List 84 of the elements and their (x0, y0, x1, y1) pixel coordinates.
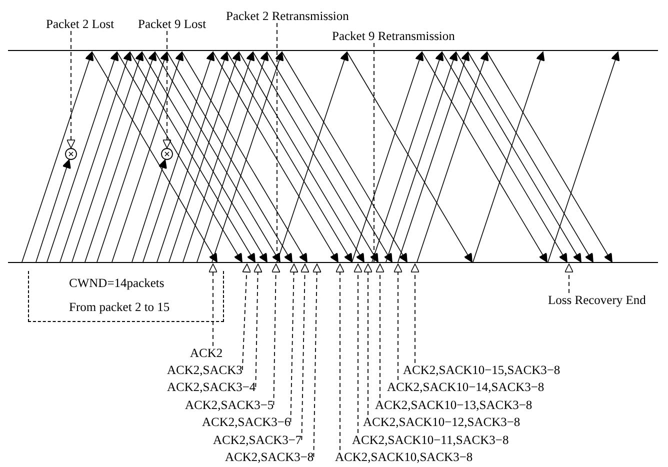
packet-arrow (22, 52, 94, 262)
leader-arrow (162, 30, 172, 148)
packet-arrow (182, 52, 255, 262)
packet-arrow (548, 52, 620, 262)
ack-label: ACK2,SACK10,SACK3−8 (335, 450, 473, 464)
annotation-text: Loss Recovery End (548, 293, 646, 307)
packet-arrow (456, 52, 582, 262)
annotation-text: Packet 9 Lost (138, 17, 206, 31)
window-bracket (28, 271, 224, 322)
leader-arrow (242, 264, 252, 370)
packet-arrow (212, 52, 338, 262)
packet-arrow (398, 52, 470, 262)
packet-arrow (46, 52, 119, 262)
ack-label: ACK2,SACK10−11,SACK3−8 (352, 433, 509, 447)
annotation-text: Packet 2 Retransmission (226, 9, 349, 23)
packet-arrow (36, 159, 71, 262)
packet-arrow (276, 52, 349, 262)
ack-label: ACK2,SACK3 (167, 363, 242, 377)
leader-arrow (354, 264, 362, 434)
window-note: From packet 2 to 15 (69, 300, 170, 314)
packet-arrow (238, 52, 364, 262)
packet-arrow (154, 52, 280, 262)
packet-arrow (196, 52, 269, 262)
packet-arrow (116, 52, 242, 262)
packet-arrow (212, 52, 284, 262)
packet-arrow (142, 52, 268, 262)
ack-label: ACK2,SACK3−6 (202, 415, 291, 429)
leader-arrow (376, 264, 384, 398)
ack-label: ACK2,SACK10−12,SACK3−8 (363, 415, 520, 429)
leader-arrow (312, 264, 322, 458)
timeline (8, 50, 658, 51)
packet-arrow (282, 52, 408, 262)
ack-label: ACK2,SACK3−4 (167, 380, 256, 394)
annotation-text: Packet 9 Retransmission (332, 29, 455, 43)
packet-arrow (252, 52, 378, 262)
leader-arrow (394, 264, 402, 380)
packet-arrow (130, 52, 256, 262)
lost-packet-mark (161, 148, 173, 160)
leader-arrow (66, 30, 76, 148)
packet-arrow (226, 52, 352, 262)
packet-arrow (346, 52, 472, 262)
packet-arrow (96, 52, 169, 262)
packet-arrow (372, 52, 444, 262)
packet-arrow (112, 52, 184, 262)
packet-arrow (92, 52, 218, 262)
packet-arrow (60, 52, 132, 262)
leader-arrow (300, 264, 310, 440)
packet-arrow (416, 52, 489, 262)
leader-arrow (208, 264, 218, 346)
leader-arrow (336, 264, 344, 450)
leader-arrow (253, 264, 262, 388)
packet-arrow (156, 52, 229, 262)
leader-arrow (564, 264, 574, 294)
packet-arrow (472, 52, 545, 262)
packet-arrow (386, 52, 458, 262)
packet-arrow (352, 52, 424, 262)
annotation-text: Packet 2 Lost (46, 17, 114, 31)
leader-line (276, 22, 278, 262)
leader-arrow (289, 264, 298, 422)
ack-label: ACK2,SACK10−13,SACK3−8 (375, 398, 532, 412)
packet-arrow (422, 52, 548, 262)
leader-arrow (410, 264, 420, 364)
ack-label: ACK2,SACK3−7 (213, 433, 302, 447)
lost-packet-mark (65, 148, 77, 160)
window-note: CWND=14packets (69, 276, 164, 290)
leader-arrow (364, 264, 372, 416)
packet-arrow (84, 52, 157, 262)
packet-arrow (266, 52, 392, 262)
leader-arrow (271, 264, 280, 406)
packet-arrow (168, 52, 241, 262)
packet-arrow (486, 52, 612, 262)
ack-label: ACK2,SACK3−8 (225, 450, 314, 464)
ack-label: ACK2,SACK10−15,SACK3−8 (403, 363, 560, 377)
ack-label: ACK2 (190, 346, 223, 360)
packet-arrow (182, 52, 308, 262)
packet-arrow (442, 52, 568, 262)
packet-arrow (132, 159, 167, 262)
timeline (8, 262, 658, 263)
packet-arrow (142, 52, 215, 262)
packet-arrow (72, 52, 144, 262)
packet-arrow (166, 52, 292, 262)
ack-label: ACK2,SACK10−14,SACK3−8 (387, 380, 544, 394)
ack-label: ACK2,SACK3−5 (185, 398, 274, 412)
packet-arrow (468, 52, 594, 262)
